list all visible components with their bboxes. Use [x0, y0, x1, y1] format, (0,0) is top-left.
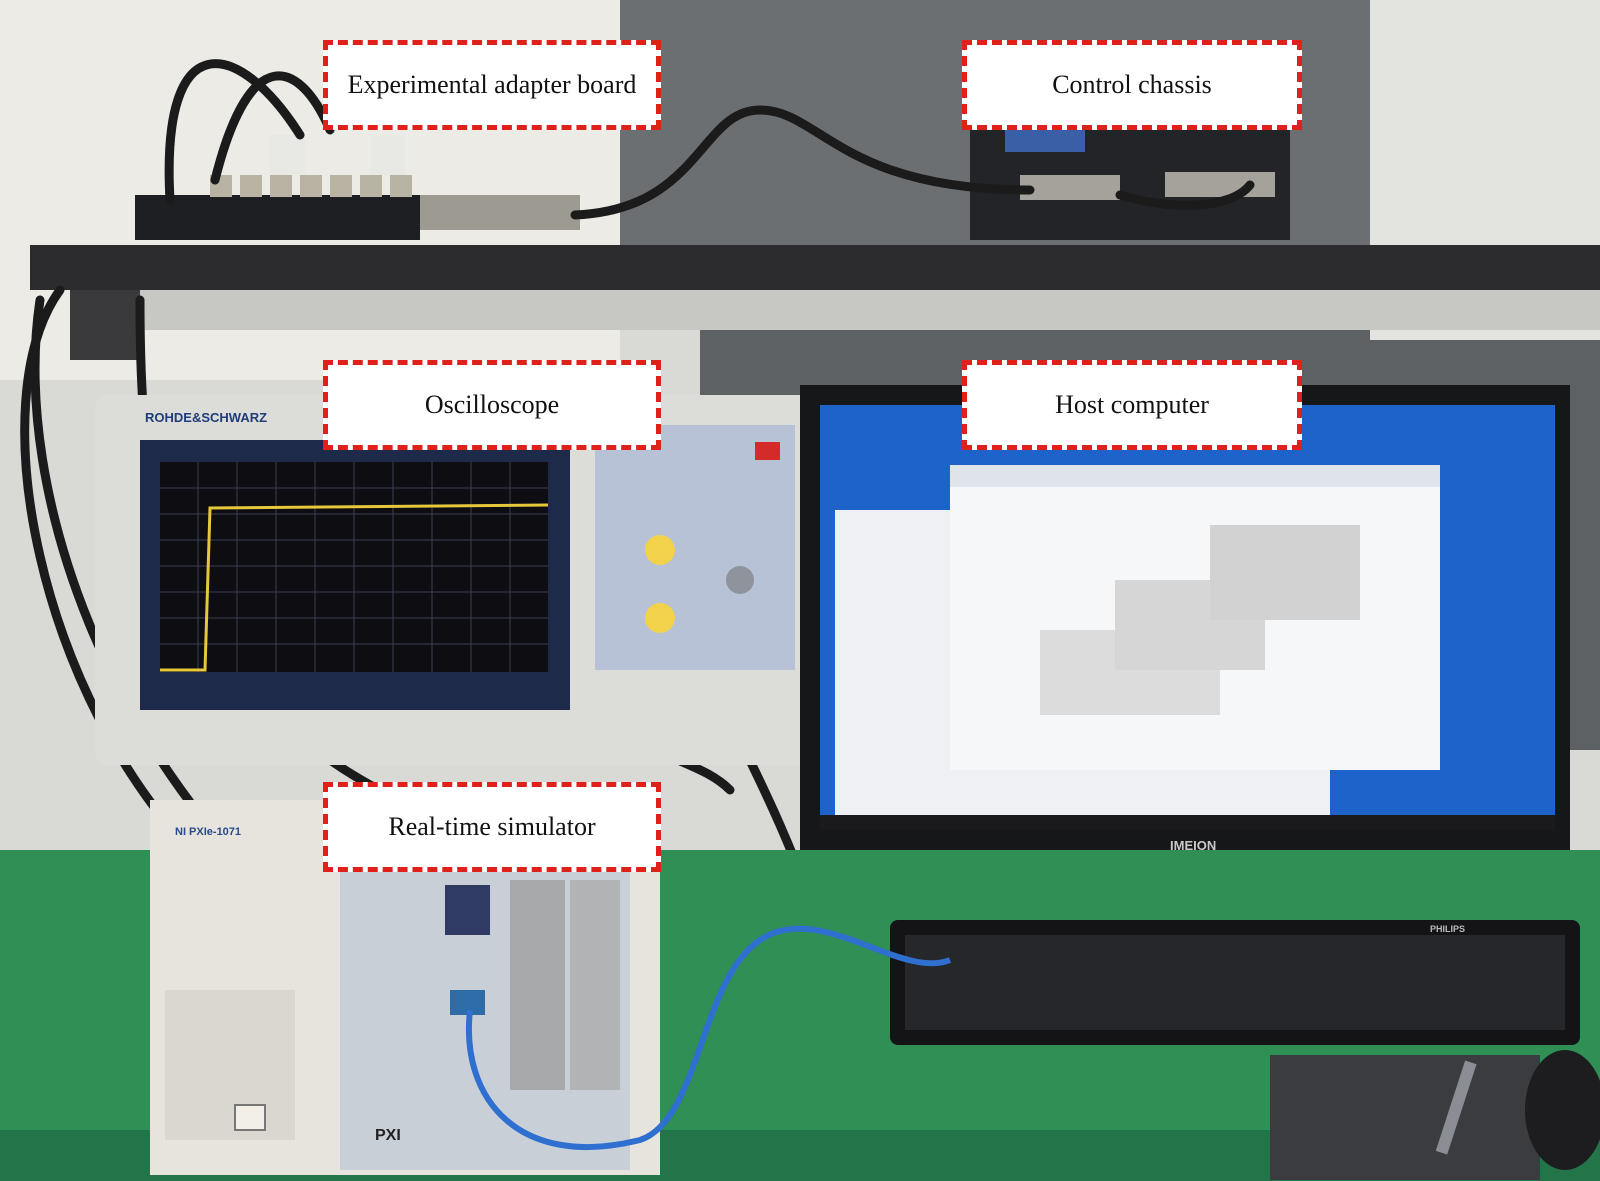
callout-label: Control chassis: [1052, 70, 1212, 99]
pen: [1435, 1060, 1477, 1155]
callout-oscilloscope: Oscilloscope: [323, 360, 661, 450]
app-chart-panel: [1210, 525, 1360, 620]
ni-model-label: NI PXIe-1071: [175, 826, 241, 838]
mouse-pad: [1270, 1055, 1540, 1180]
blue-ethernet-cable: [465, 925, 952, 1151]
keyboard-keys: [905, 935, 1565, 1030]
callout-control-chassis: Control chassis: [962, 40, 1302, 130]
monitor-brand: IMEION: [1170, 838, 1216, 853]
callout-label: Real-time simulator: [388, 812, 596, 841]
app-toolbar: [950, 465, 1440, 487]
callout-label: Oscilloscope: [424, 390, 560, 419]
callout-real-time-simulator: Real-time simulator: [323, 782, 661, 872]
shelf-front: [140, 290, 1600, 330]
scope-trace: [160, 503, 549, 672]
cable-plug: [420, 195, 580, 230]
callout-host-computer: Host computer: [962, 360, 1302, 450]
callout-label: Experimental adapter board: [347, 70, 637, 99]
simulator-power-button: [234, 1104, 266, 1131]
pxi-label: PXI: [375, 1127, 401, 1144]
db-connector: [1005, 130, 1085, 152]
usb-ports: [445, 885, 490, 935]
scope-run-button: [755, 442, 780, 460]
scope-knob: [645, 603, 675, 633]
taskbar: [820, 815, 1555, 830]
scope-control-panel: [595, 425, 795, 670]
scope-knob: [645, 535, 675, 565]
simulator-module: [510, 880, 565, 1090]
bnc-connectors: [210, 175, 412, 197]
simulator-module: [570, 880, 620, 1090]
scope-knob: [726, 566, 754, 594]
scope-grid: [160, 462, 548, 672]
shelf-top: [30, 245, 1600, 290]
keyboard-brand: PHILIPS: [1430, 924, 1465, 934]
scope-brand: ROHDE&SCHWARZ: [145, 410, 267, 425]
db-plug: [1165, 172, 1275, 197]
callout-label: Host computer: [1055, 390, 1209, 419]
connector-block: [370, 135, 405, 175]
shelf-support: [70, 290, 140, 360]
callout-experimental-adapter-board: Experimental adapter board: [323, 40, 661, 130]
connector-block: [270, 135, 305, 175]
mouse: [1525, 1050, 1600, 1170]
adapter-board: [135, 195, 420, 240]
db-plug: [1020, 175, 1120, 200]
simulator-vent-panel: [165, 990, 295, 1140]
